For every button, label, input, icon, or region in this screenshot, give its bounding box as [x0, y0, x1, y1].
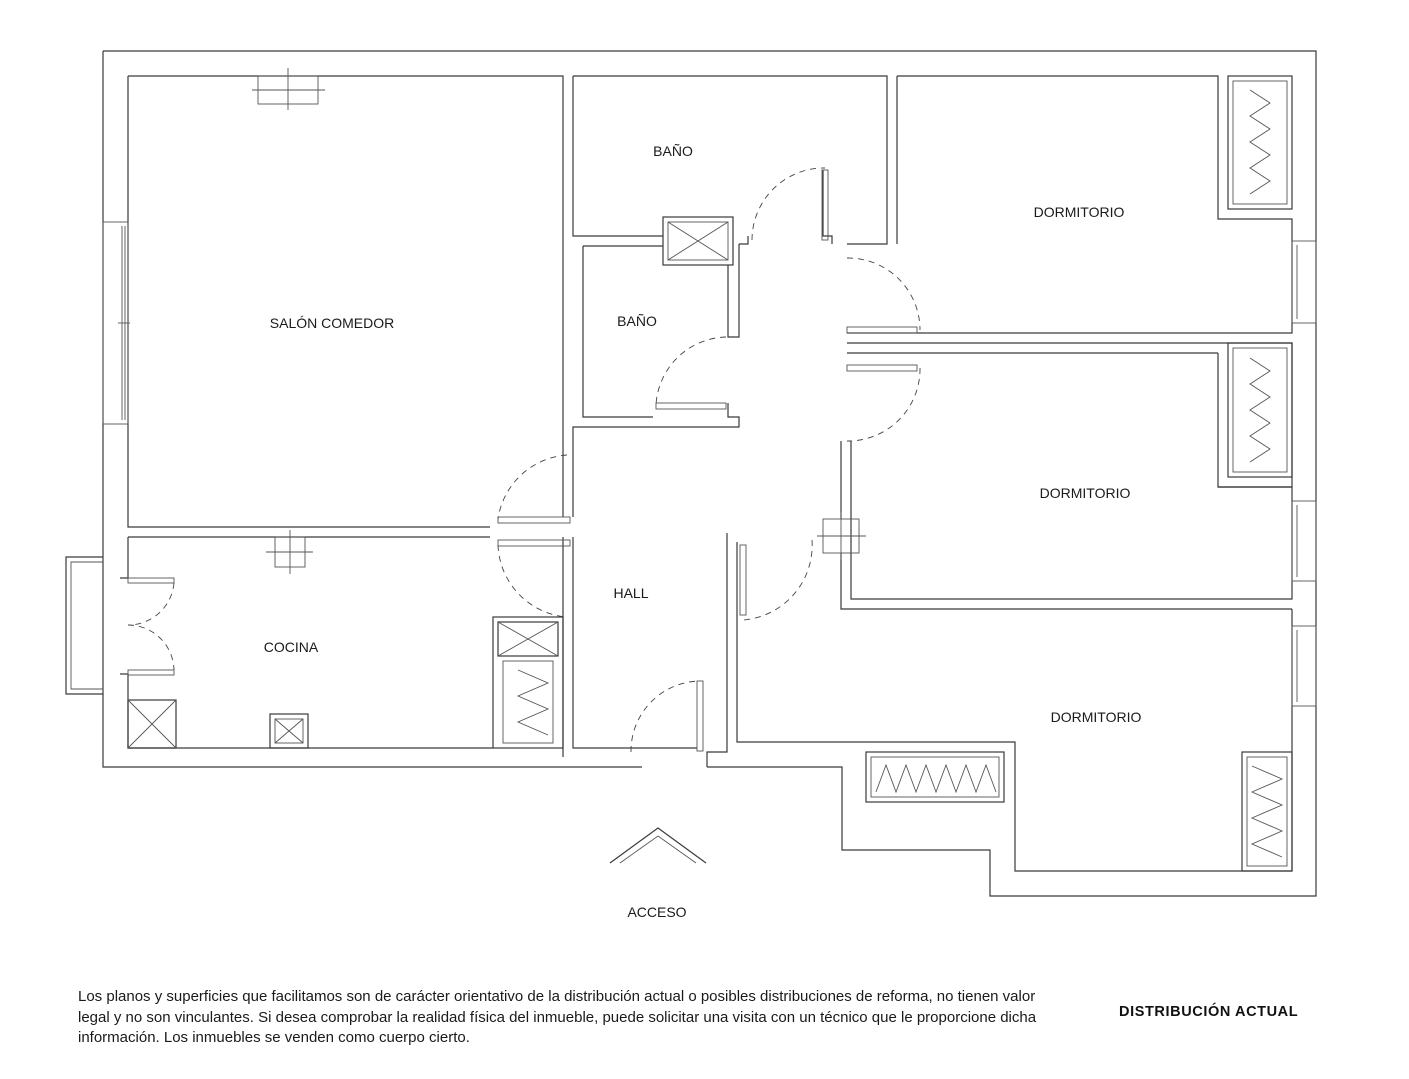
dormitorio-inferior-room	[706, 533, 1317, 872]
plan-status-label: DISTRIBUCIÓN ACTUAL	[1119, 1004, 1299, 1020]
doors	[127, 167, 921, 753]
room-label-dormitorio-1: DORMITORIO	[1034, 204, 1125, 220]
room-label-dormitorio-3: DORMITORIO	[1051, 709, 1142, 725]
disclaimer-text: Los planos y superficies que facilitamos…	[78, 988, 1037, 1046]
dormitorio-superior-room	[847, 75, 1317, 334]
room-label-bano-interior: BAÑO	[617, 313, 657, 329]
hall-room	[562, 537, 697, 757]
bano-interior-room	[572, 244, 740, 517]
room-label-dormitorio-2: DORMITORIO	[1040, 485, 1131, 501]
cocina-room	[65, 530, 564, 749]
entrance-label: ACCESO	[627, 904, 686, 920]
room-label-salon: SALÓN COMEDOR	[270, 315, 394, 331]
salon-comedor-room	[102, 68, 564, 528]
room-label-bano-superior: BAÑO	[653, 143, 693, 159]
bano-superior-room	[572, 75, 888, 266]
room-label-cocina: COCINA	[264, 639, 319, 655]
room-label-hall: HALL	[613, 585, 648, 601]
dormitorio-central-room	[817, 342, 1317, 610]
entrance-arrow-icon	[609, 827, 707, 864]
outer-walls	[102, 50, 1317, 897]
